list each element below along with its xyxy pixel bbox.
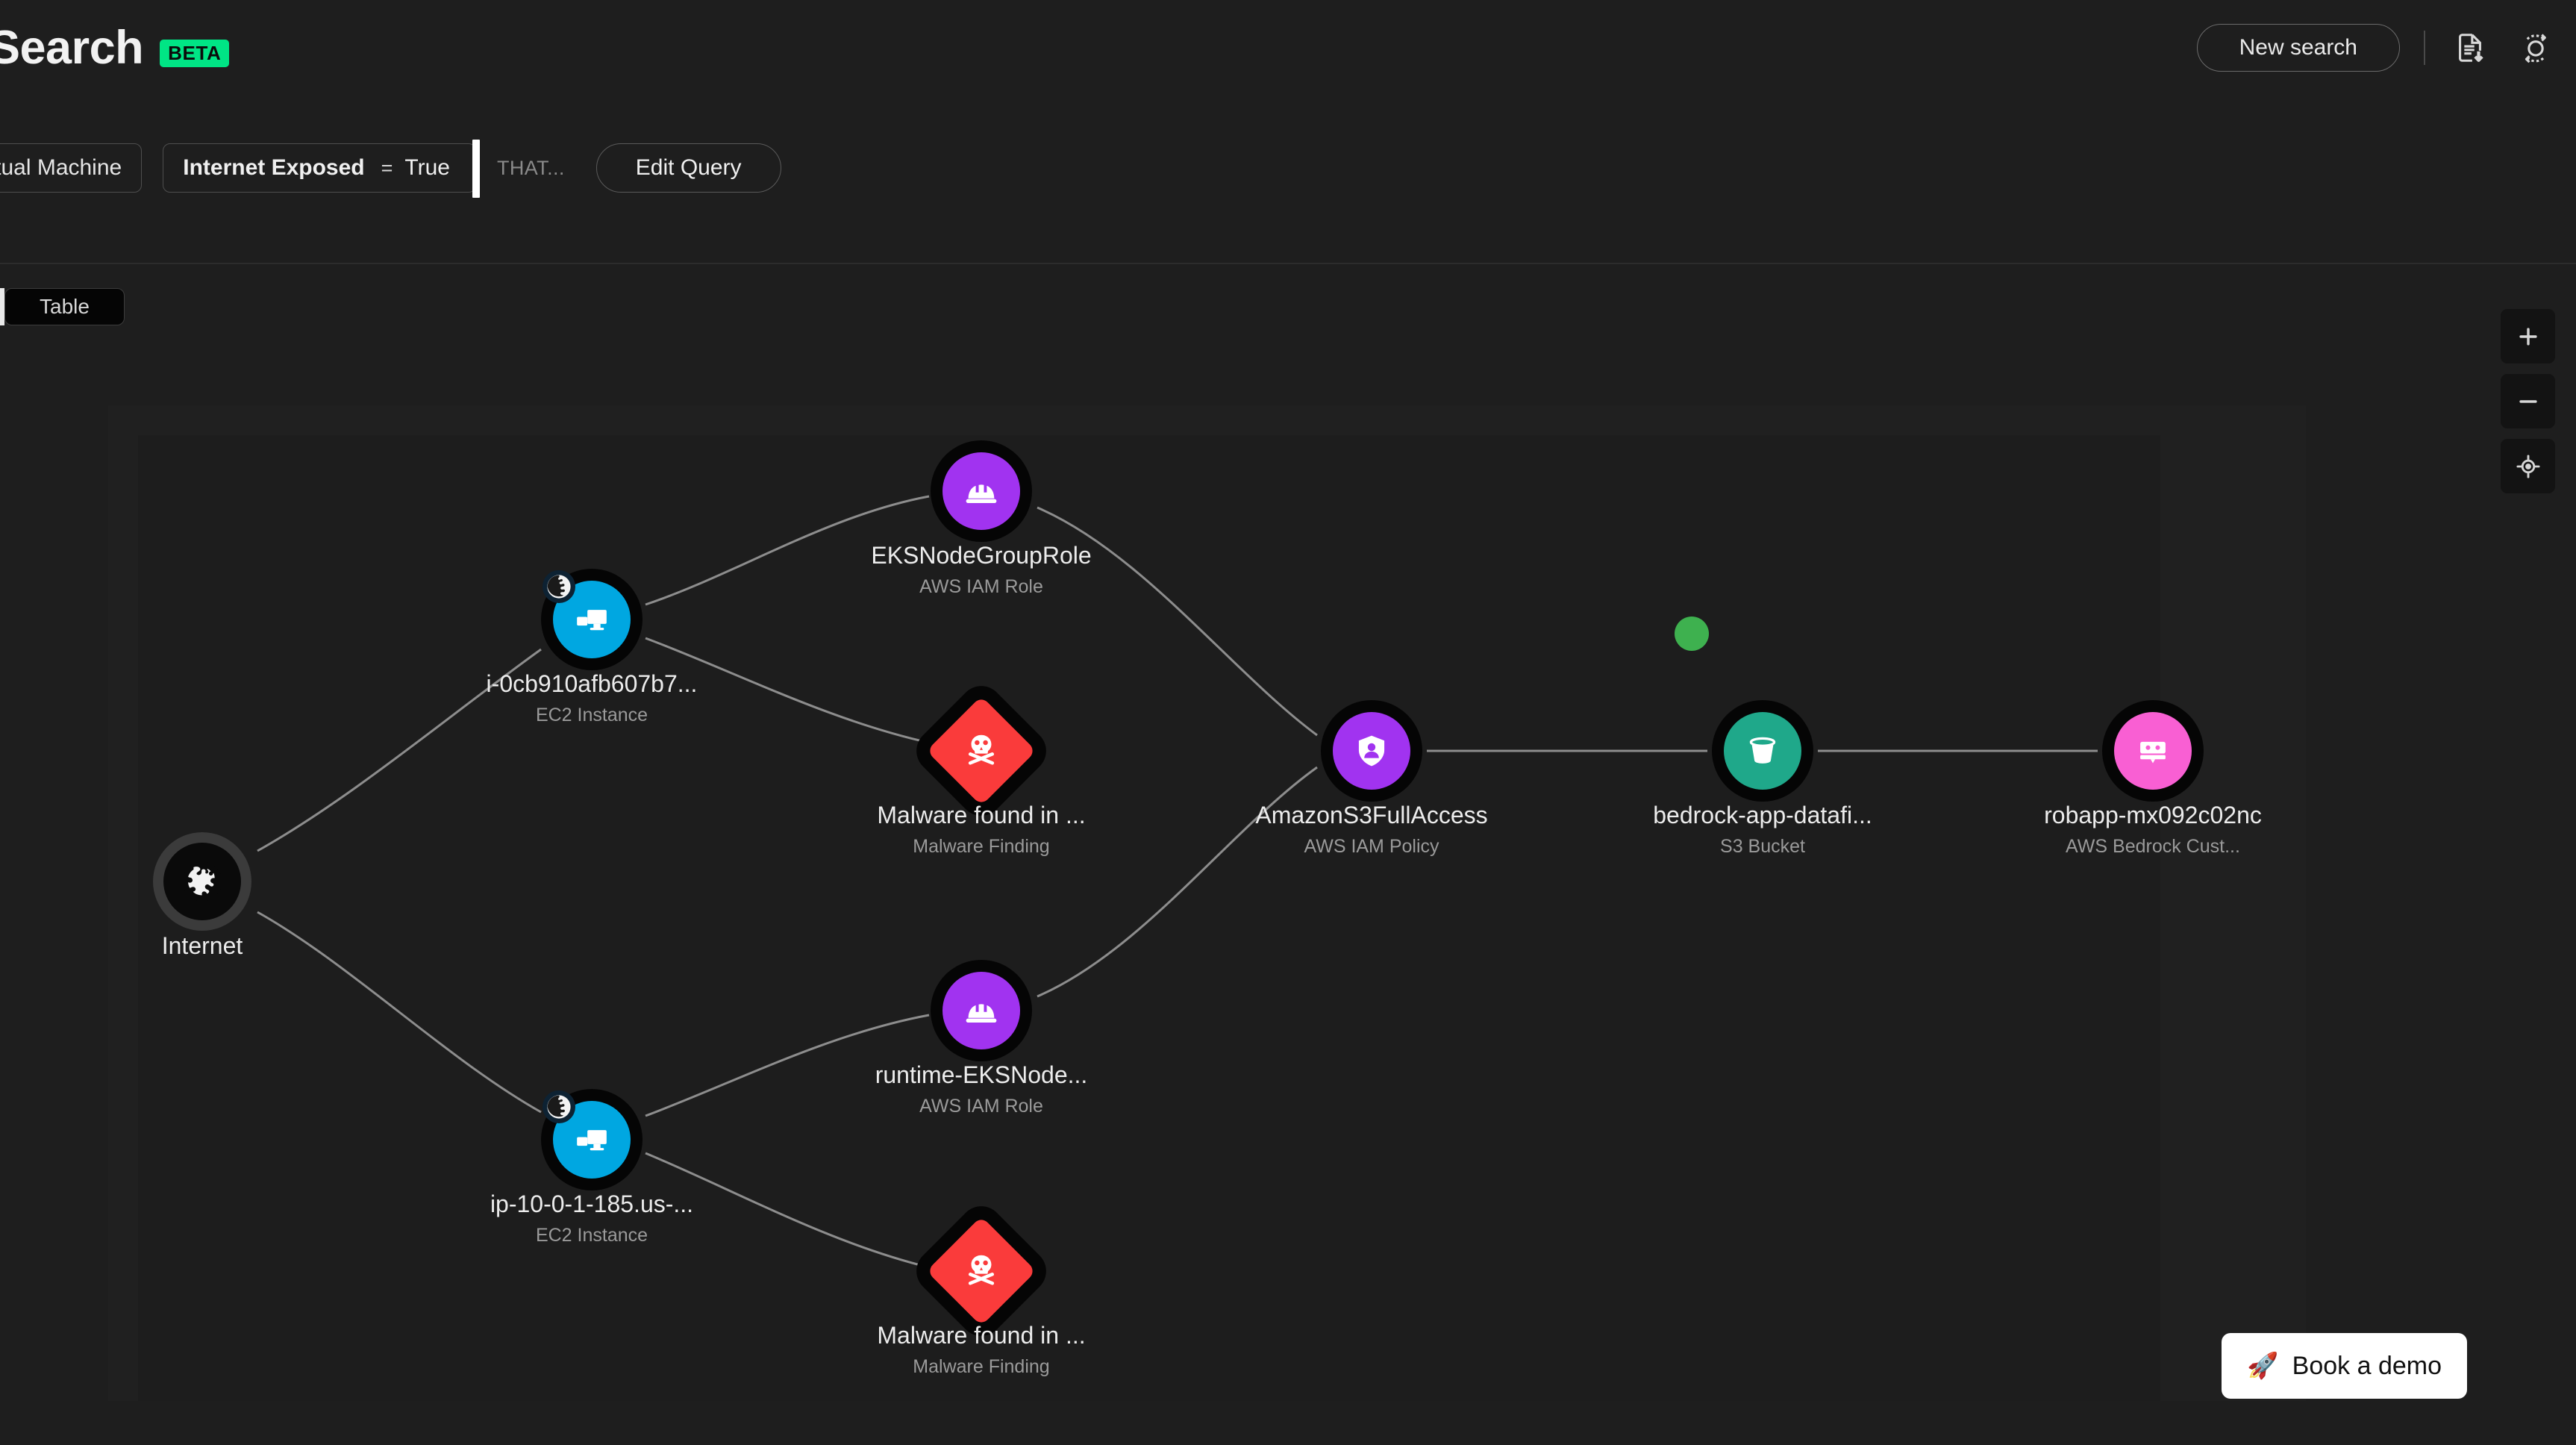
node-title: ip-10-0-1-185.us-... (490, 1190, 694, 1217)
node-subtitle: AWS IAM Policy (1304, 836, 1439, 857)
that-connector-label: THAT... (496, 156, 565, 179)
node-circle (942, 452, 1020, 530)
graph-node-amazon-s3-full-access[interactable]: AmazonS3FullAccess AWS IAM Policy (1255, 712, 1488, 857)
document-download-icon[interactable] (2449, 27, 2491, 69)
node-label-group: robapp-mx092c02nc AWS Bedrock Cust... (2044, 800, 2262, 858)
node-label-group: i-0cb910afb607b7... EC2 Instance (487, 669, 698, 726)
node-title: EKSNodeGroupRole (871, 542, 1092, 569)
node-title: AmazonS3FullAccess (1255, 802, 1488, 828)
node-circle (543, 570, 631, 658)
tab-graph-active-indicator[interactable] (0, 288, 4, 325)
node-subtitle: EC2 Instance (535, 705, 648, 725)
node-diamond (926, 1216, 1037, 1326)
app-header: n Search BETA New search (0, 0, 2576, 112)
graph-canvas[interactable] (138, 435, 2160, 1401)
node-circle (543, 1090, 631, 1179)
graph-node-malware-finding-top[interactable]: Malware found in ... Malware Finding (877, 696, 1086, 857)
graph-node-bedrock-custom-model[interactable]: robapp-mx092c02nc AWS Bedrock Cust... (2044, 712, 2262, 857)
node-circle (1333, 712, 1410, 790)
hard-hat-icon (960, 469, 1003, 513)
node-label-group: EKSNodeGroupRole AWS IAM Role (871, 540, 1091, 598)
node-title: runtime-EKSNode... (875, 1061, 1088, 1088)
node-title: Internet (161, 932, 243, 959)
graph-node-eks-node-group-role[interactable]: EKSNodeGroupRole AWS IAM Role (871, 452, 1092, 597)
rocket-icon: 🚀 (2247, 1352, 2279, 1380)
page-title-group: n Search BETA (0, 21, 230, 75)
skull-crossbones-icon (960, 1249, 1003, 1293)
graph-node-ec2-instance-top[interactable]: i-0cb910afb607b7... EC2 Instance (487, 570, 697, 725)
node-circle (163, 843, 241, 920)
node-subtitle: AWS IAM Role (919, 576, 1043, 597)
condition-field-label: Internet Exposed (183, 155, 365, 180)
condition-value: True (404, 155, 450, 180)
beta-badge: BETA (160, 39, 230, 67)
book-a-demo-button[interactable]: 🚀 Book a demo (2222, 1333, 2467, 1399)
book-a-demo-label: Book a demo (2292, 1351, 2442, 1380)
node-label-group: runtime-EKSNode... AWS IAM Role (875, 1060, 1088, 1117)
condition-group-bracket (472, 140, 480, 198)
node-diamond (926, 696, 1037, 806)
node-subtitle: Malware Finding (913, 1356, 1050, 1377)
recenter-crosshair-icon[interactable] (2501, 439, 2555, 493)
node-circle (2114, 712, 2192, 790)
query-chip-condition[interactable]: Internet Exposed = True (163, 140, 480, 198)
graph-zoom-controls (2501, 309, 2555, 493)
node-label-group: bedrock-app-datafi... S3 Bucket (1653, 800, 1872, 858)
node-label-group: ip-10-0-1-185.us-... EC2 Instance (490, 1189, 693, 1246)
graph-node-internet[interactable]: Internet (162, 843, 243, 959)
graph-node-runtime-eks-role[interactable]: runtime-EKSNode... AWS IAM Role (875, 972, 1087, 1117)
zoom-in-button[interactable] (2501, 309, 2555, 363)
node-label-group: Malware found in ... Malware Finding (877, 1320, 1085, 1378)
graph-node-malware-finding-bottom[interactable]: Malware found in ... Malware Finding (877, 1216, 1086, 1377)
view-tabs: Table (0, 288, 125, 325)
node-subtitle: Malware Finding (913, 836, 1050, 857)
tab-strip-divider (0, 263, 2576, 264)
zoom-out-button[interactable] (2501, 374, 2555, 428)
hard-hat-icon (960, 989, 1003, 1032)
robot-icon (2131, 729, 2175, 773)
graph-node-s3-bucket[interactable]: bedrock-app-datafi... S3 Bucket (1653, 617, 1872, 857)
node-circle (1724, 712, 1801, 790)
node-label-group: Malware found in ... Malware Finding (877, 800, 1085, 858)
shield-person-icon (1350, 729, 1393, 773)
graph-node-ec2-instance-bottom[interactable]: ip-10-0-1-185.us-... EC2 Instance (490, 1090, 693, 1246)
ec2-instance-icon (570, 1118, 613, 1161)
bucket-icon (1741, 729, 1784, 773)
node-title: Malware found in ... (877, 1322, 1086, 1349)
node-subtitle: EC2 Instance (535, 1225, 648, 1246)
status-badge-green-dot (1675, 617, 1709, 651)
globe-exposed-badge-icon (543, 570, 575, 603)
node-subtitle: S3 Bucket (1720, 836, 1805, 857)
node-subtitle: AWS Bedrock Cust... (2066, 836, 2240, 857)
header-divider (2424, 31, 2425, 65)
page-title: n Search (0, 22, 144, 74)
node-label-group: Internet (162, 931, 243, 961)
edit-query-button[interactable]: Edit Query (595, 143, 781, 193)
node-circle (942, 972, 1020, 1049)
node-title: robapp-mx092c02nc (2044, 802, 2262, 828)
header-actions: New search (2196, 24, 2557, 72)
globe-icon (181, 860, 224, 903)
node-title: i-0cb910afb607b7... (486, 670, 698, 697)
node-label-group: AmazonS3FullAccess AWS IAM Policy (1255, 800, 1487, 858)
node-title: bedrock-app-datafi... (1653, 802, 1872, 828)
query-filter-bar: Virtual Machine Internet Exposed = True … (0, 131, 781, 205)
query-chip-entity[interactable]: Virtual Machine (0, 143, 143, 193)
new-search-button[interactable]: New search (2196, 24, 2400, 72)
ec2-instance-icon (570, 598, 613, 641)
condition-operator: = (381, 156, 393, 179)
tab-table[interactable]: Table (4, 288, 125, 325)
refresh-icon[interactable] (2515, 27, 2557, 69)
skull-crossbones-icon (960, 729, 1003, 773)
node-title: Malware found in ... (877, 802, 1086, 828)
globe-exposed-badge-icon (543, 1090, 575, 1123)
node-subtitle: AWS IAM Role (919, 1096, 1043, 1117)
